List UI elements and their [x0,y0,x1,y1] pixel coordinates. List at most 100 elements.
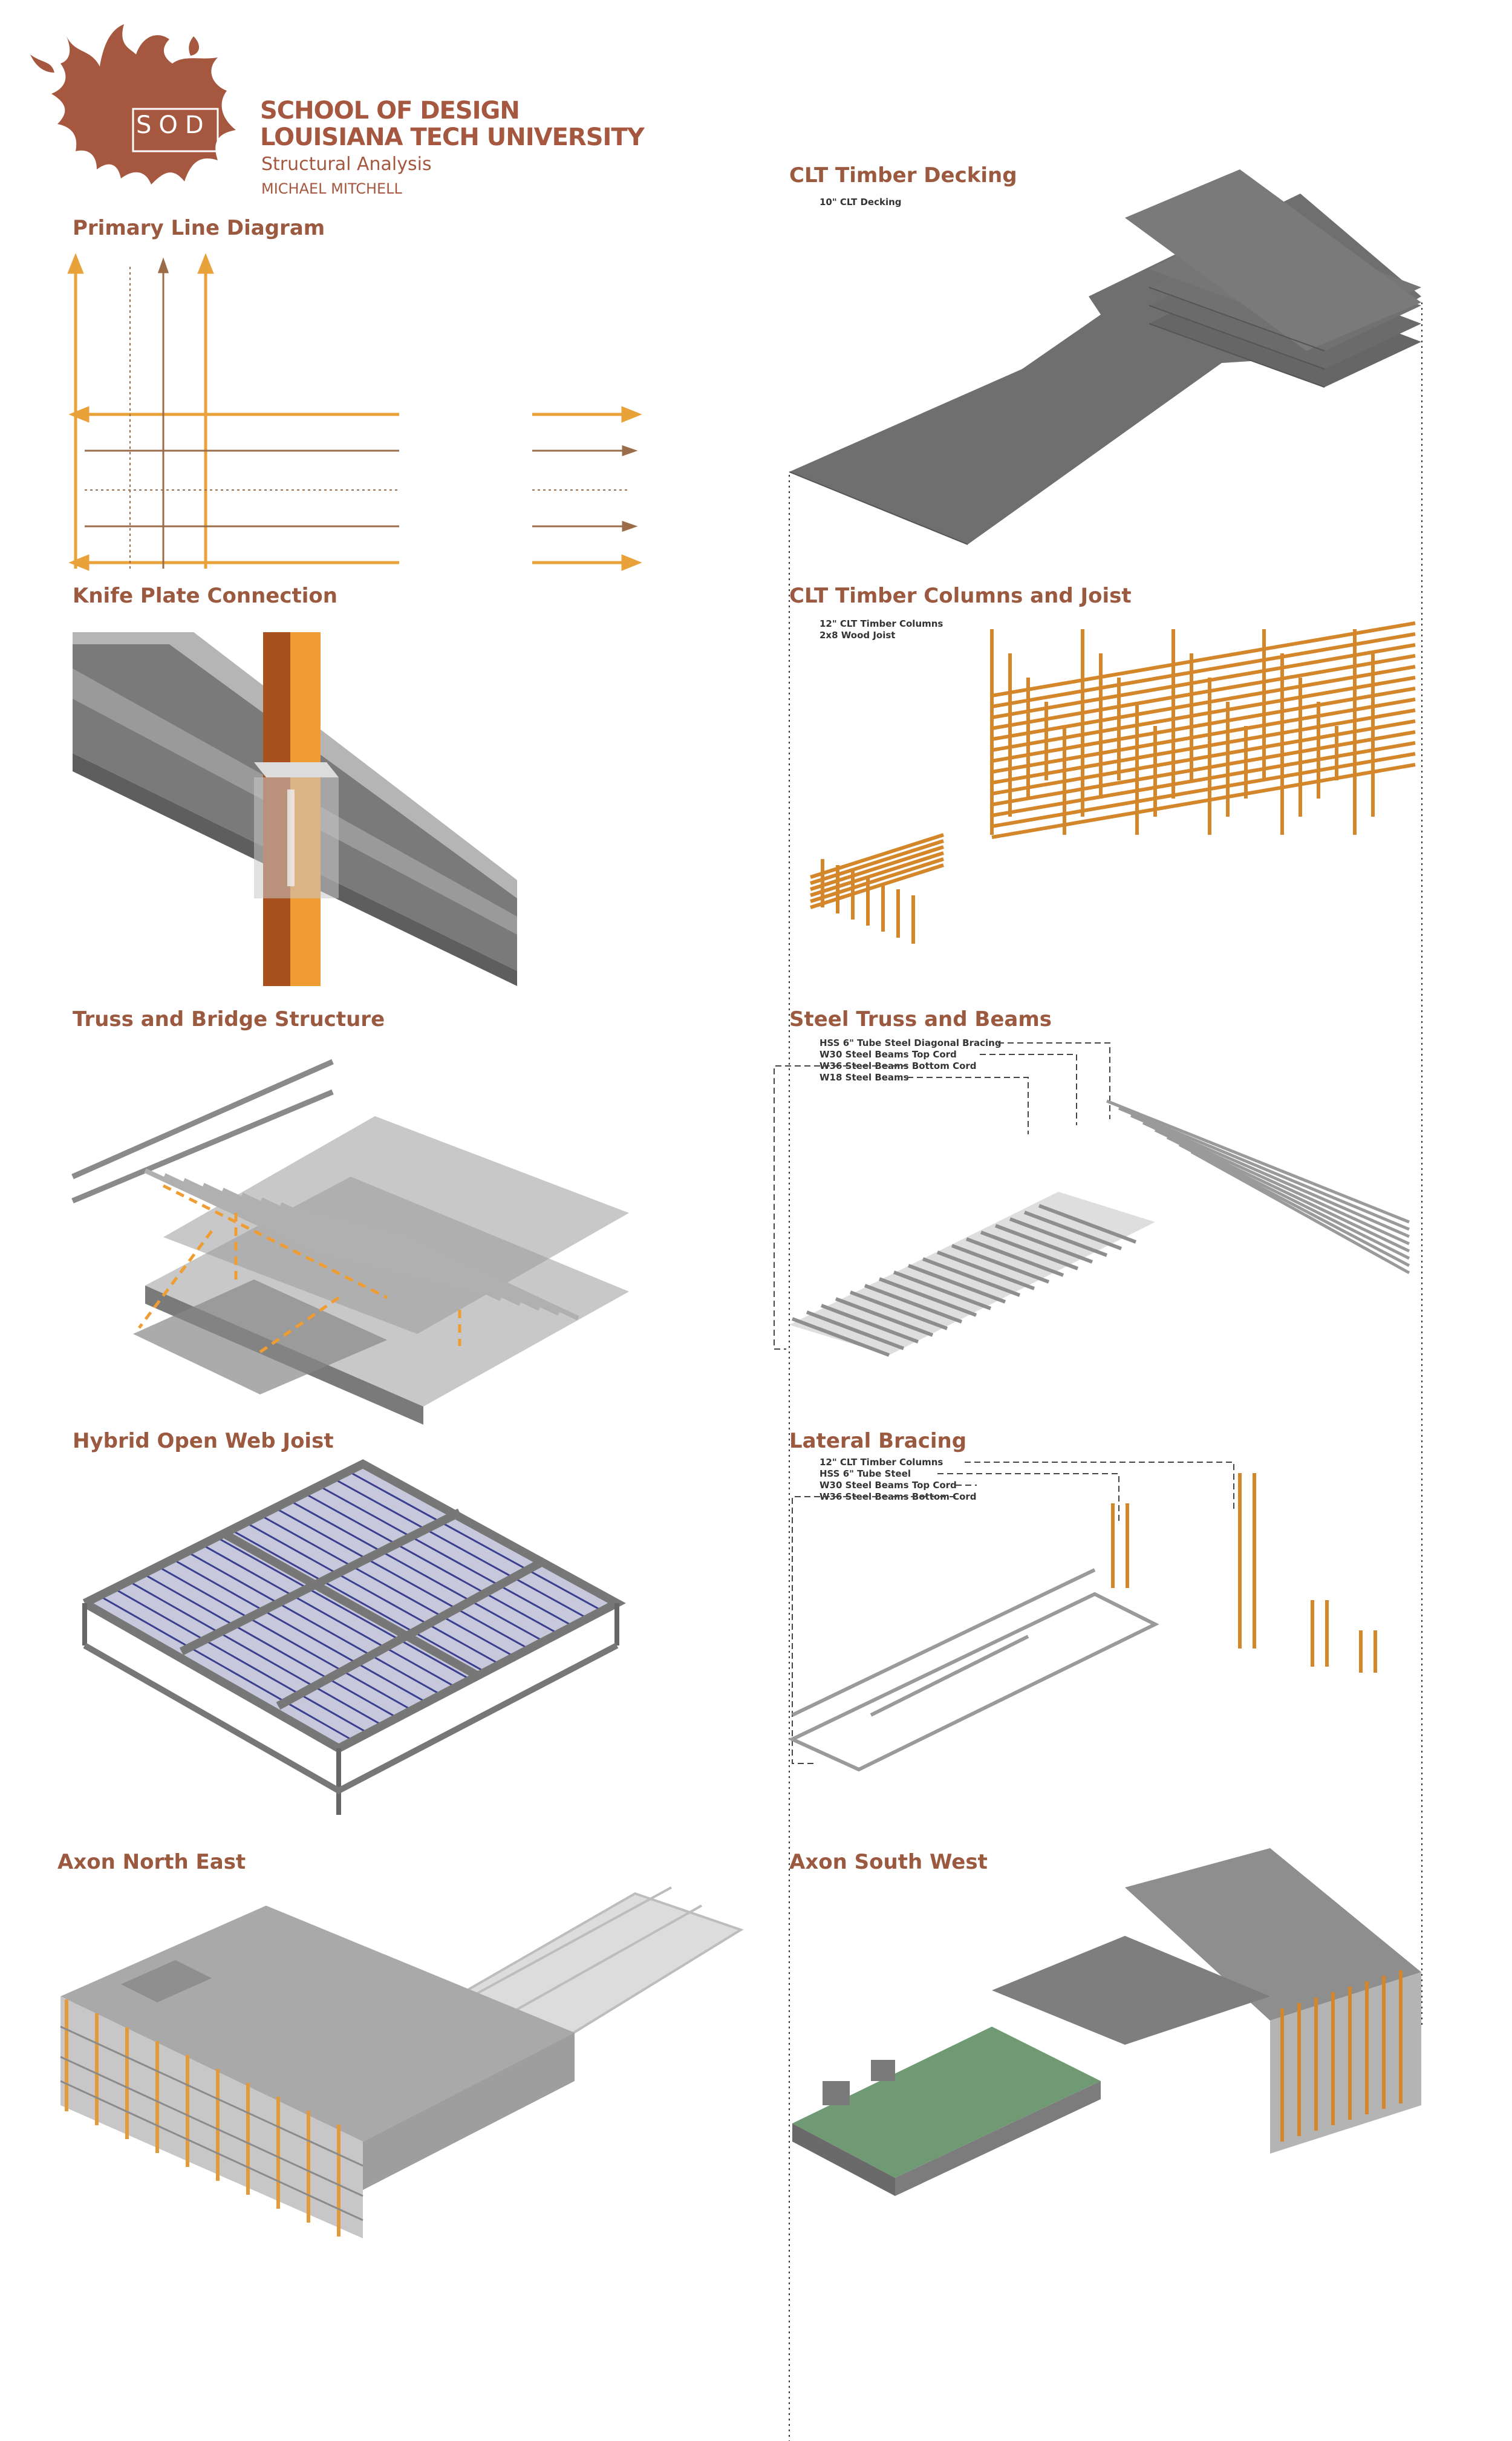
steel-beam [806,1310,905,1350]
web-joist [216,1536,471,1681]
web-joist [275,1507,530,1650]
wood-joist [991,752,1416,828]
wood-joist [810,863,944,909]
steel-beam [893,1270,992,1310]
truss-chord [1166,1136,1410,1260]
web-joist [318,1485,574,1627]
steel-truss-note-2: W30 Steel Beams Top Cord [820,1049,957,1060]
axon-ne-title: Axon North East [57,1850,246,1874]
wood-joist [991,632,1416,708]
web-joist [230,1529,486,1673]
web-joist [304,1492,559,1635]
truss-beam [299,1207,483,1296]
truss-chord [1142,1121,1410,1246]
web-joist [245,1521,501,1665]
truss-beam [163,1173,347,1263]
steel-beam [849,1290,948,1330]
steel-beam [936,1250,1035,1290]
truss-beam [279,1202,463,1292]
lateral-note-4: W36 Steel Beams Bottom Cord [820,1491,977,1502]
web-joist [333,1477,588,1619]
web-joist [172,1558,427,1704]
truss-chord [1130,1114,1410,1238]
web-joist [201,1543,457,1688]
axon-north-east-illustration [60,1886,744,2238]
steel-beam [1023,1211,1123,1250]
truss-beam [337,1217,521,1306]
steel-beam [922,1257,1021,1297]
alignment-guide-right [1421,302,1422,2027]
steel-truss-note-3: W36 Steel Beams Bottom Cord [820,1060,977,1071]
truss-beam [396,1231,579,1321]
wood-joist [991,643,1416,719]
web-joist [99,1595,354,1742]
steel-truss-note-1: HSS 6" Tube Steel Diagonal Bracing [820,1038,1002,1048]
sod-logo-splat [30,24,236,185]
lateral-note-2: HSS 6" Tube Steel [820,1468,911,1479]
steel-beam [835,1297,934,1337]
steel-beam [820,1304,919,1344]
author: MICHAEL MITCHELL [261,180,402,197]
web-joist [143,1573,398,1719]
truss-bridge-title: Truss and Bridge Structure [73,1007,385,1031]
truss-chord [1154,1128,1410,1253]
web-joist [259,1514,515,1658]
steel-beam [965,1237,1064,1277]
clt-decking-note: 10" CLT Decking [820,197,902,208]
steel-truss-note-4: W18 Steel Beams [820,1072,909,1083]
wood-joist [991,741,1416,817]
axon-south-west-illustration [792,1848,1421,2196]
steel-truss-illustration [774,1042,1410,1357]
primary-line-diagram [67,253,642,571]
truss-beam [376,1226,560,1316]
web-joist [289,1500,544,1642]
wood-joist [810,851,944,897]
steel-beam [878,1277,977,1317]
web-joist [348,1470,603,1612]
lateral-title: Lateral Bracing [789,1429,967,1453]
truss-beam [241,1192,425,1282]
lateral-note-1: 12" CLT Timber Columns [820,1457,943,1468]
truss-beam [221,1188,405,1277]
open-web-joist-illustration [82,1459,626,1815]
axon-sw-title: Axon South West [789,1850,988,1874]
truss-beam [357,1221,541,1311]
steel-beam [951,1244,1050,1284]
truss-chord [1118,1106,1410,1231]
wood-joist [991,665,1416,741]
truss-chord [1106,1099,1410,1224]
wood-joist [991,698,1416,774]
open-web-title: Hybrid Open Web Joist [73,1429,334,1453]
logo-text: SOD [136,111,211,139]
wood-joist [991,730,1416,806]
wood-joist [810,857,944,903]
truss-chord [1190,1150,1410,1275]
university-name: LOUISIANA TECH UNIVERSITY [260,123,645,151]
wood-joist [991,687,1416,763]
steel-beam [1009,1217,1108,1257]
steel-beam [980,1230,1079,1270]
wood-joist [991,621,1416,698]
clt-columns-title: CLT Timber Columns and Joist [789,584,1132,608]
wood-joist [991,763,1416,839]
web-joist [157,1566,412,1711]
clt-columns-illustration [810,621,1416,944]
wood-joist [991,719,1416,796]
clt-decking-title: CLT Timber Decking [789,163,1017,188]
primary-line-title: Primary Line Diagram [73,216,325,240]
wood-joist [810,833,944,879]
wood-joist [991,708,1416,785]
truss-beam [183,1178,367,1267]
truss-beam [260,1197,444,1287]
web-joist [113,1587,369,1734]
steel-beam [864,1284,963,1324]
steel-beam [994,1224,1093,1264]
web-joist [128,1580,383,1727]
clt-decking-illustration [789,169,1421,545]
steel-beam [791,1317,890,1357]
wood-joist [810,839,944,885]
truss-beam [202,1183,386,1272]
subject: Structural Analysis [261,154,432,175]
web-joist [186,1551,442,1696]
lateral-note-3: W30 Steel Beams Top Cord [820,1480,957,1491]
